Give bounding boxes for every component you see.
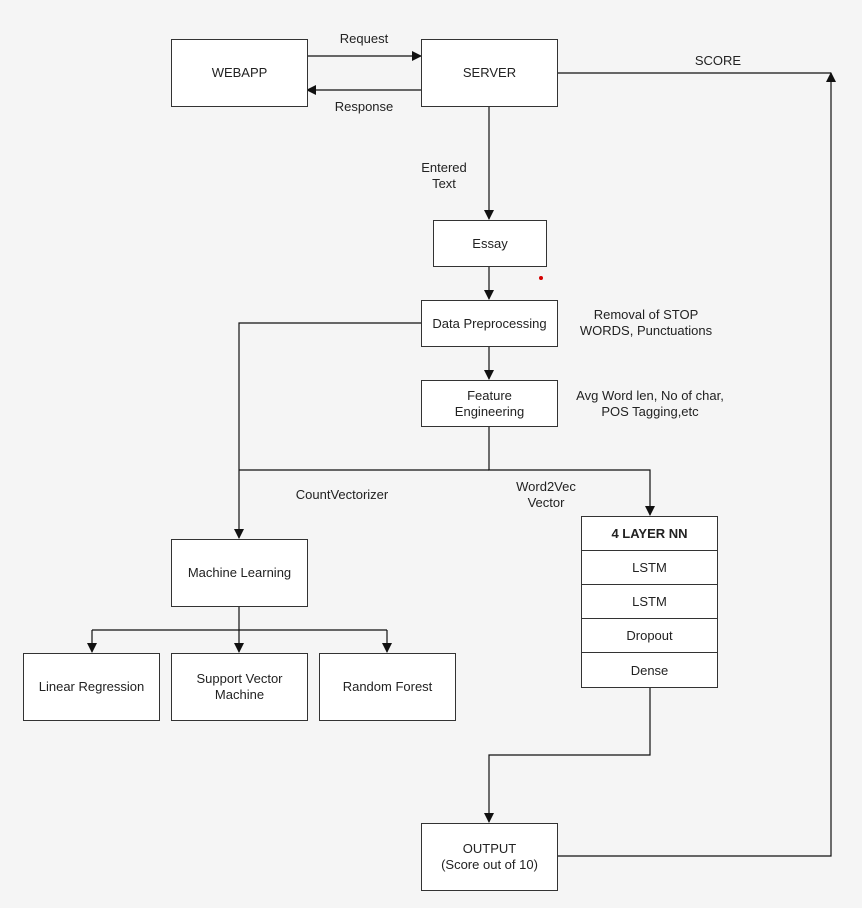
nn-layer-dense: Dense xyxy=(630,662,669,678)
nn-to-output-connector xyxy=(484,687,651,823)
preprocessing-annotation: Removal of STOP WORDS, Punctuations xyxy=(566,307,726,339)
countvectorizer-label: CountVectorizer xyxy=(295,487,389,502)
machine-learning-node: Machine Learning xyxy=(171,539,308,607)
output-score-label: (Score out of 10) xyxy=(441,857,538,872)
output-node: OUTPUT (Score out of 10) xyxy=(421,823,558,891)
data-preprocessing-node: Data Preprocessing xyxy=(421,300,558,347)
entered-text-line-1: Entered xyxy=(421,160,467,175)
four-layer-nn-stack: 4 LAYER NN LSTM LSTM Dropout Dense xyxy=(581,516,718,688)
score-label: SCORE xyxy=(694,53,742,68)
output-to-server-score-connector xyxy=(557,72,836,857)
essay-node: Essay xyxy=(433,220,547,267)
word2vec-label: Word2Vec Vector xyxy=(506,479,586,511)
nn-layer-lstm-1: LSTM xyxy=(582,551,717,585)
word2vec-line-2: Vector xyxy=(527,495,565,510)
entered-text-label: Entered Text xyxy=(414,160,474,192)
webapp-node: WEBAPP xyxy=(171,39,308,107)
feature-engineering-node: Feature Engineering xyxy=(421,380,558,427)
preprocessing-to-ml-connector xyxy=(234,322,421,539)
nn-layer-dropout: Dropout xyxy=(582,619,717,653)
request-label: Request xyxy=(339,31,389,46)
random-forest-node: Random Forest xyxy=(319,653,456,721)
word2vec-line-1: Word2Vec xyxy=(516,479,576,494)
features-annotation-line-1: Avg Word len, No of char, xyxy=(576,388,724,403)
entered-text-line-2: Text xyxy=(432,176,456,191)
features-annotation: Avg Word len, No of char, POS Tagging,et… xyxy=(566,388,734,420)
features-annotation-line-2: POS Tagging,etc xyxy=(601,404,699,419)
response-label: Response xyxy=(334,99,394,114)
preprocessing-annotation-line-1: Removal of STOP xyxy=(593,307,699,322)
features-to-nn-connector xyxy=(488,426,655,516)
preprocessing-annotation-line-2: WORDS, Punctuations xyxy=(579,323,713,338)
nn-title: 4 LAYER NN xyxy=(582,517,717,551)
output-label: OUTPUT xyxy=(462,841,517,856)
linear-regression-node: Linear Regression xyxy=(23,653,160,721)
server-node: SERVER xyxy=(421,39,558,107)
nn-layer-lstm-2: LSTM xyxy=(582,585,717,619)
red-dot-marker xyxy=(539,276,543,280)
svm-node: Support Vector Machine xyxy=(171,653,308,721)
